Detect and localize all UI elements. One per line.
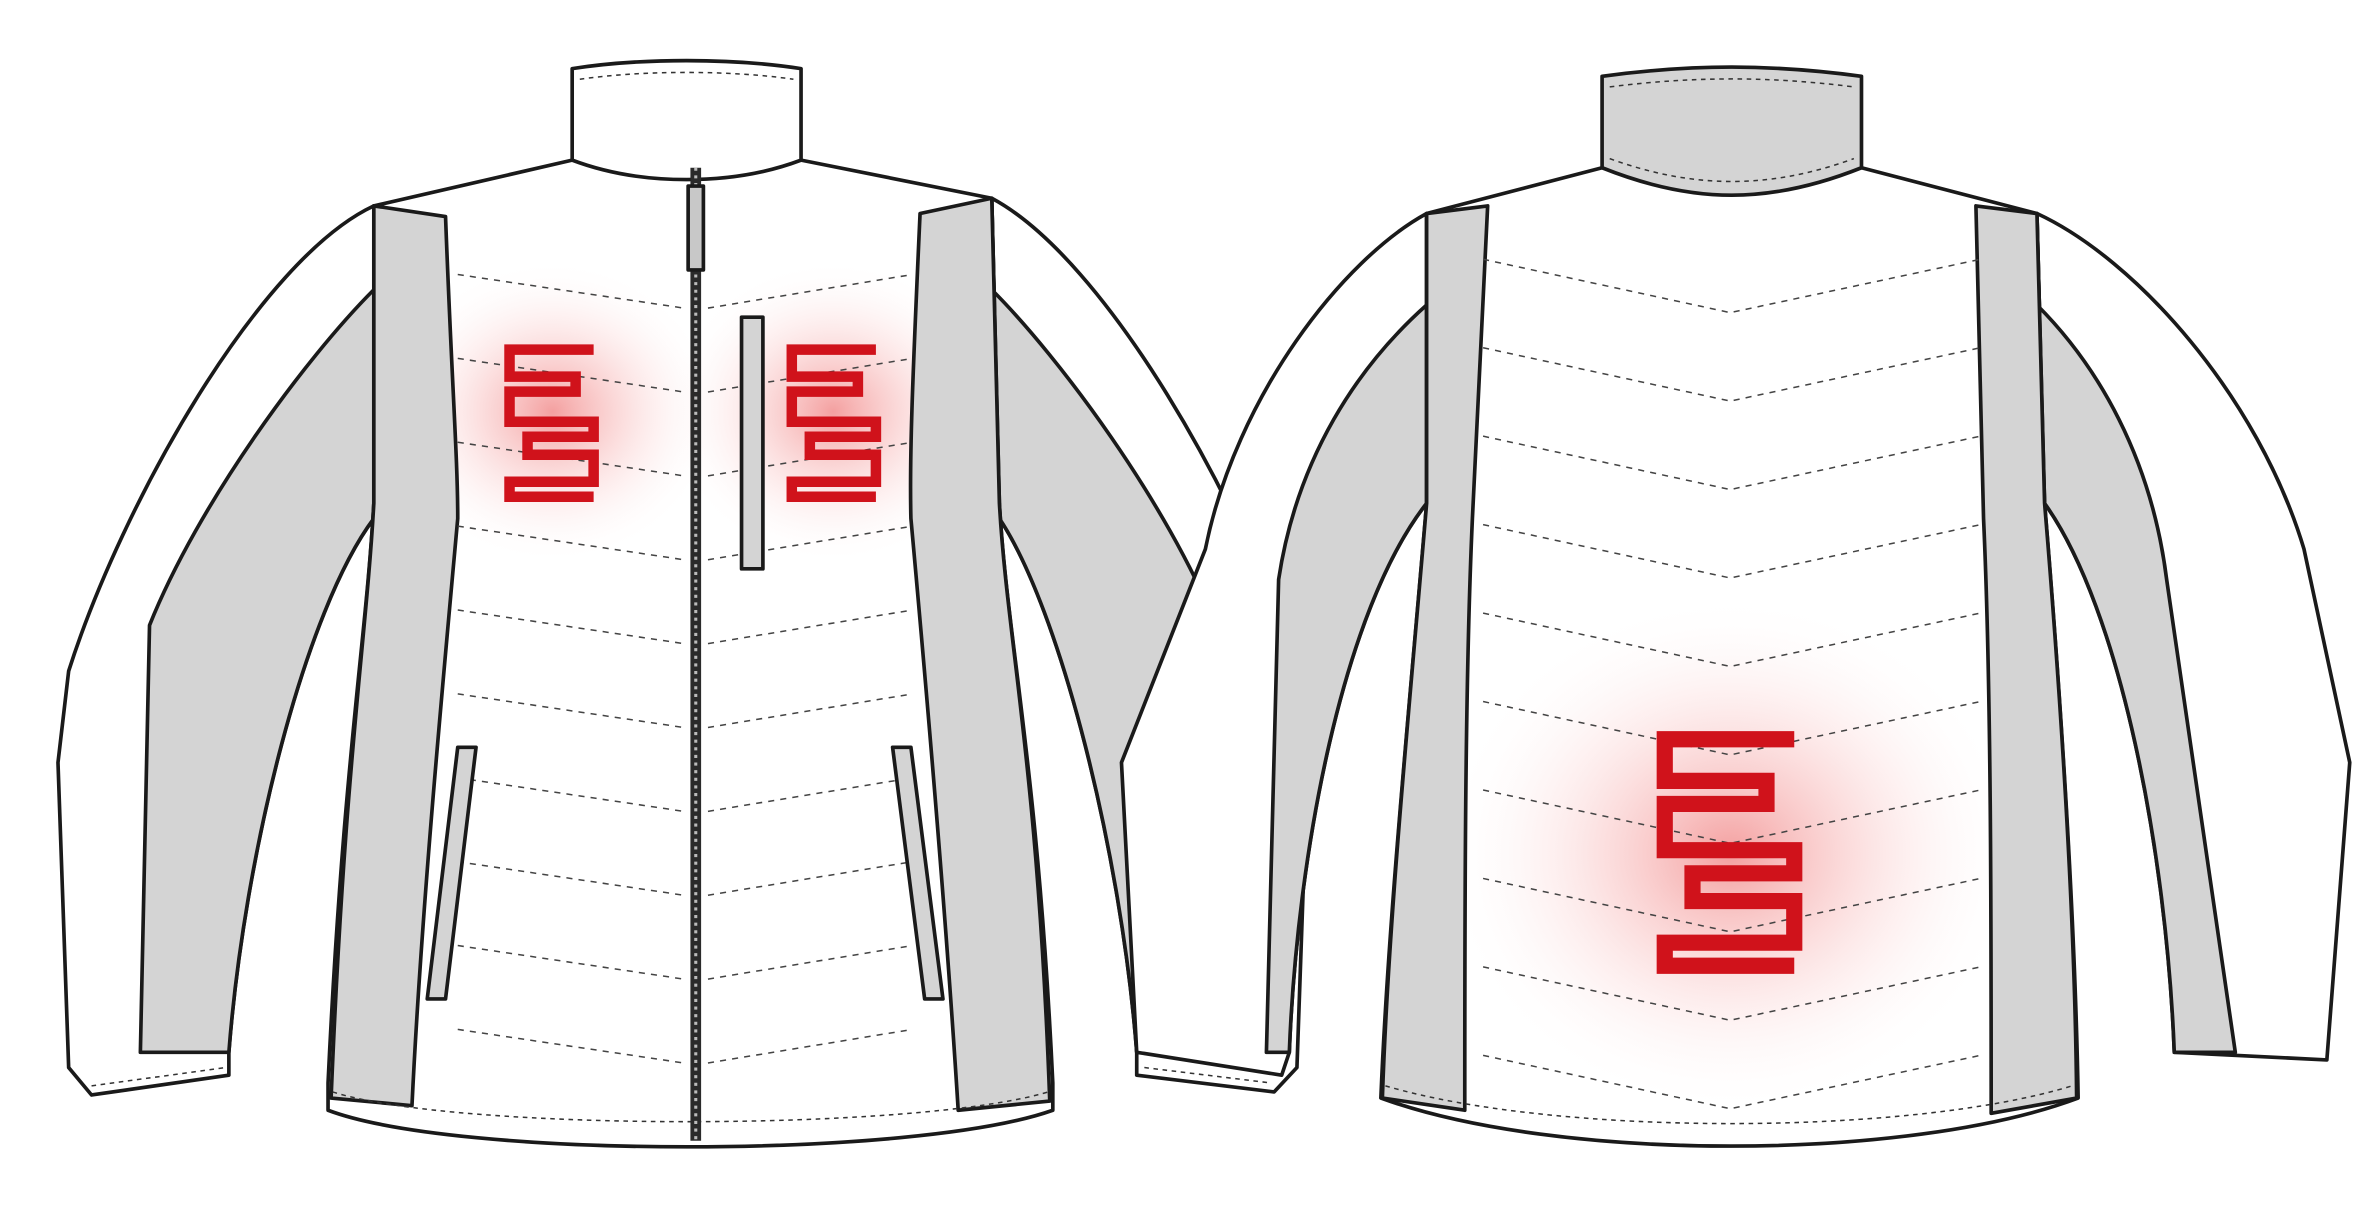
zipper-icon [686,167,706,1141]
quilting-stitch [457,944,684,980]
quilting-stitch [707,1028,913,1064]
quilting-stitch [457,273,684,309]
quilting-stitch [707,944,913,980]
back-left-sleeve-panel [1264,303,1429,1055]
quilting-stitch [457,777,684,813]
quilting-stitch [457,609,684,645]
chest-pocket-zipper [739,315,765,571]
quilting-stitch [707,860,913,896]
quilting-stitch [707,525,913,561]
back-left-side-panel [1380,204,1490,1113]
front-collar [570,58,803,182]
front-view [56,58,1310,1149]
quilting-stitch [457,525,684,561]
quilting-stitch [707,693,913,729]
left-pocket-zipper [425,745,478,1001]
back-right-sleeve-panel [2035,303,2238,1055]
quilting-stitch [707,273,913,309]
right-pocket-zipper [890,745,945,1001]
back-collar [1600,65,1864,197]
quilting-stitch [457,860,684,896]
back-right-side-panel [1974,204,2079,1116]
quilting-stitch [707,609,913,645]
quilting-stitch [707,777,913,813]
front-left-sleeve-panel [138,287,376,1055]
quilting-stitch [457,1028,684,1064]
back-view [1119,65,2352,1148]
front-right-side-panel [908,196,1052,1113]
quilting-stitch [457,693,684,729]
front-left-side-panel [329,204,460,1108]
